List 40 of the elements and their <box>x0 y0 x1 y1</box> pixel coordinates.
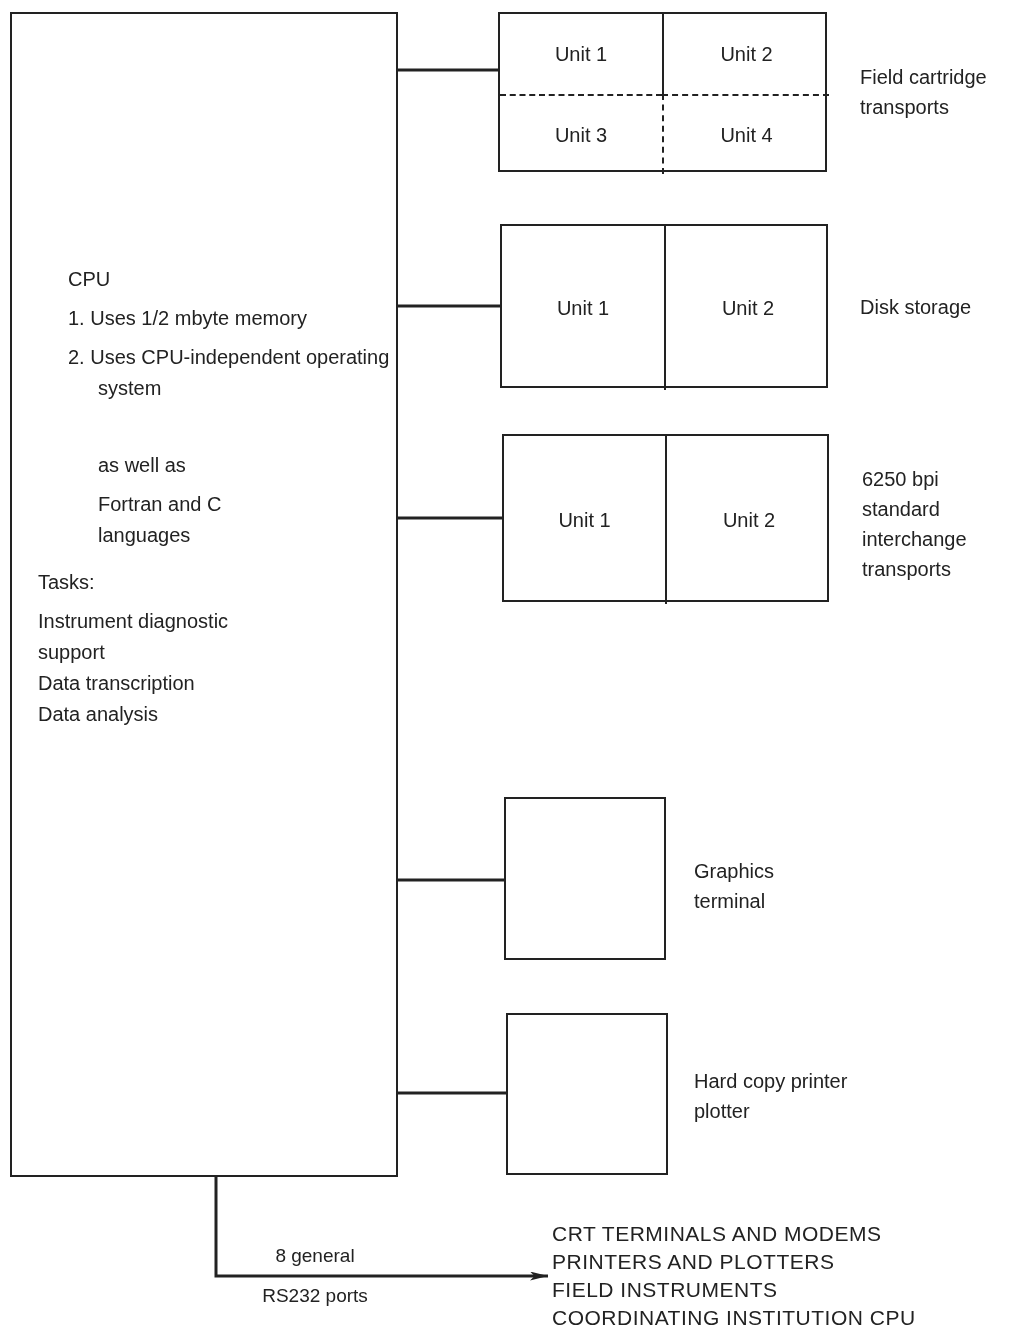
cpu-text: CPU <box>68 267 111 292</box>
cpu-text: Fortran and C languages <box>98 492 223 548</box>
cpu-text: Data transcription <box>38 671 195 696</box>
unit-label: Unit 1 <box>556 296 610 320</box>
connector-line <box>398 1091 506 1095</box>
connector-line <box>398 68 498 72</box>
cpu-text: 1. Uses 1/2 mbyte memory <box>68 306 308 331</box>
edge-label: 8 general RS232 ports <box>261 1244 369 1308</box>
unit-label: Unit 3 <box>554 123 608 147</box>
connector-line <box>398 304 500 308</box>
device-label: Disk storage <box>860 295 973 320</box>
unit-label: Unit 1 <box>554 42 608 66</box>
cpu-text: as well as <box>98 453 186 478</box>
device-label: 6250 bpi standard interchange transports <box>862 467 968 582</box>
cpu-box <box>10 12 398 1177</box>
device-box <box>498 12 827 172</box>
unit-label: Unit 2 <box>720 42 773 66</box>
cpu-text: Data analysis <box>38 702 159 727</box>
unit-label: Unit 1 <box>558 508 611 532</box>
unit-cell <box>662 94 829 174</box>
connector-line <box>398 878 504 882</box>
device-box <box>502 434 829 602</box>
device-label: Field cartridge transports <box>860 65 988 120</box>
destination-text: CRT TERMINALS AND MODEMS <box>552 1221 883 1247</box>
arrow <box>214 1177 548 1281</box>
destination-text: PRINTERS AND PLOTTERS <box>552 1249 836 1275</box>
device-label: Graphics terminal <box>694 859 776 914</box>
unit-label: Unit 2 <box>722 508 776 532</box>
cpu-text: 2. Uses CPU-independent operating system <box>68 345 391 401</box>
device-label: Hard copy printer plotter <box>694 1069 849 1124</box>
cpu-text: Instrument diagnostic support <box>38 609 230 665</box>
destination-text: COORDINATING INSTITUTION CPU <box>552 1305 917 1331</box>
unit-label: Unit 2 <box>721 296 775 320</box>
connector-line <box>398 516 502 520</box>
cpu-text: Tasks: <box>38 570 95 595</box>
unit-label: Unit 4 <box>720 123 773 147</box>
device-box <box>504 797 666 960</box>
device-box <box>506 1013 668 1175</box>
device-box <box>500 224 828 388</box>
destination-text: FIELD INSTRUMENTS <box>552 1277 779 1303</box>
